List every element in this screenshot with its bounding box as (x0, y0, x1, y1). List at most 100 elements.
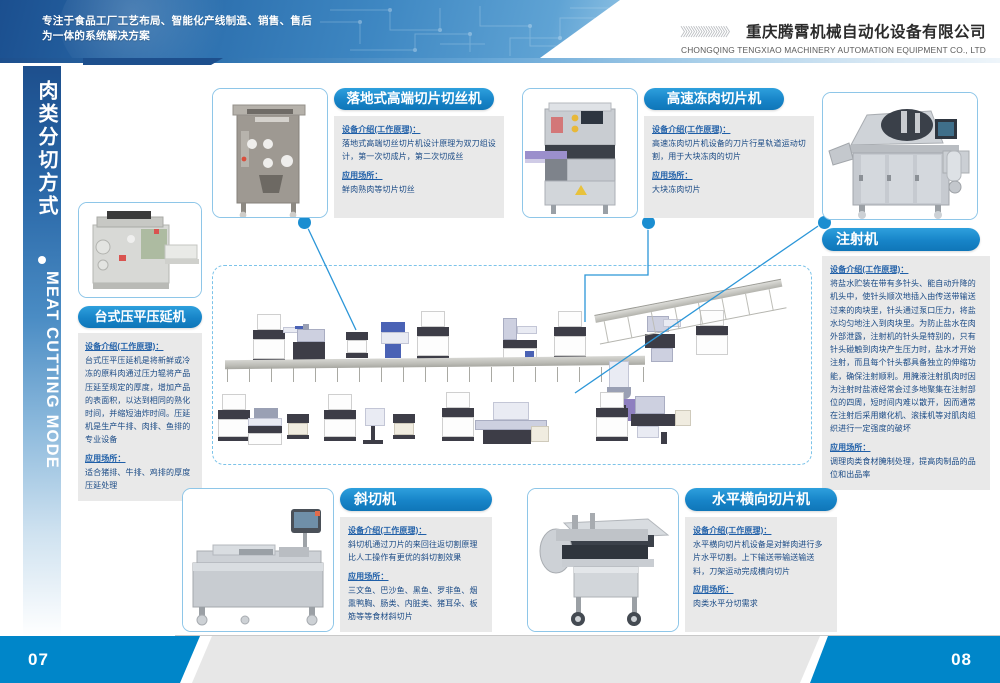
card-tabletop-press-body: 设备介绍(工作原理)： 台式压平压延机是将新鲜或冷冻的原料肉通过压力辊将产品压延… (78, 333, 202, 502)
card-frozen-slicer-usage: 大块冻肉切片 (652, 184, 701, 194)
company-name-cn: 重庆腾霄机械自动化设备有限公司 (745, 24, 986, 41)
header-divider-rule (0, 58, 1000, 63)
company-name-en: CHONGQING TENGXIAO MACHINERY AUTOMATION … (681, 45, 986, 55)
card-injector-title: 注射机 (822, 228, 980, 251)
diagram-machine-12 (287, 414, 309, 446)
footer-hairline (175, 635, 1000, 636)
tagline-line-2: 为一体的系统解决方案 (42, 30, 150, 42)
card-bevel-cutter-photo (182, 488, 334, 632)
sidebar-bullet-icon (38, 256, 46, 264)
card-tabletop-press-title: 台式压平压延机 (78, 306, 202, 328)
diagram-machine-10 (217, 394, 251, 446)
card-bevel-cutter-usage: 三文鱼、巴沙鱼、黑鱼、罗非鱼、烟熏鸭胸、肠类、内脏类、猪耳朵、板筋等等食材斜切片 (348, 585, 478, 622)
card-floor-slicer-title: 落地式高端切片切丝机 (334, 88, 494, 110)
diagram-machine-13 (323, 394, 357, 446)
card-tabletop-press-photo (78, 202, 202, 298)
frozen-slicer-illustration (523, 89, 637, 217)
card-horizontal-slicer-photo (527, 488, 679, 632)
card-horizontal-slicer-panel: 水平横向切片机 设备介绍(工作原理)： 水平横向切片机设备是对鲜肉进行多片水平切… (685, 488, 837, 632)
diagram-machine-4 (381, 322, 411, 370)
connector-dot-floor-slicer (298, 216, 311, 229)
header-blue-banner: 专注于食品工厂工艺布局、智能化产线制造、销售、售后 为一体的系统解决方案 (0, 0, 620, 58)
page-number-left: 07 (28, 650, 49, 669)
card-injector-usage: 调理肉类食材腌制处理，提高肉制品的品位和出品率 (830, 456, 976, 480)
card-floor-slicer[interactable]: 落地式高端切片切丝机 设备介绍(工作原理)： 落地式高端切丝切片机设计原理为双刀… (212, 88, 504, 218)
usage-heading: 应用场所： (693, 584, 734, 594)
card-frozen-slicer[interactable]: 高速冻肉切片机 设备介绍(工作原理)： 高速冻肉切片机设备的刀片行星轨道运动切割… (522, 88, 814, 218)
card-horizontal-slicer-title: 水平横向切片机 (685, 488, 837, 511)
card-injector-intro: 将盐水贮装在带有多针头、能自动升降的机头中，使针头顺次地插入由传送带输送过来的肉… (830, 279, 976, 434)
card-horizontal-slicer-usage: 肉类水平分切需求 (693, 599, 758, 609)
page-footer: 07 08 (0, 635, 1000, 683)
card-floor-slicer-usage: 鲜肉熟肉等切片切丝 (342, 184, 415, 194)
card-frozen-slicer-body: 设备介绍(工作原理)： 高速冻肉切片机设备的刀片行星轨道运动切割，用于大块冻肉的… (644, 116, 814, 218)
conveyor-leg-set (227, 367, 645, 383)
card-frozen-slicer-panel: 高速冻肉切片机 设备介绍(工作原理)： 高速冻肉切片机设备的刀片行星轨道运动切割… (644, 88, 814, 218)
card-tabletop-press-usage: 适合猪排、牛排、鸡排的厚度压延处理 (85, 467, 191, 491)
card-floor-slicer-intro: 落地式高端切丝切片机设计原理为双刀组设计，第一次切成片，第二次切成丝 (342, 139, 496, 162)
diagram-machine-15 (393, 414, 415, 446)
intro-heading: 设备介绍(工作原理)： (693, 526, 772, 535)
card-frozen-slicer-photo (522, 88, 638, 218)
card-floor-slicer-photo (212, 88, 328, 218)
diagram-machine-11 (248, 408, 284, 446)
incline-conveyor (594, 278, 791, 370)
page-number-right: 08 (951, 650, 972, 669)
usage-heading: 应用场所： (348, 571, 389, 581)
horizontal-slicer-illustration (528, 489, 678, 631)
page-header: 专注于食品工厂工艺布局、智能化产线制造、销售、售后 为一体的系统解决方案 〉〉〉… (0, 0, 1000, 65)
section-sidebar: 肉类分切方式 MEAT CUTTING MODE (23, 66, 61, 636)
tagline-line-1: 专注于食品工厂工艺布局、智能化产线制造、销售、售后 (42, 15, 312, 27)
card-tabletop-press[interactable]: 台式压平压延机 设备介绍(工作原理)： 台式压平压延机是将新鲜或冷冻的原料肉通过… (78, 202, 202, 502)
injector-illustration (823, 93, 977, 219)
usage-heading: 应用场所： (830, 442, 871, 452)
card-floor-slicer-panel: 落地式高端切片切丝机 设备介绍(工作原理)： 落地式高端切丝切片机设计原理为双刀… (334, 88, 504, 218)
card-bevel-cutter-title: 斜切机 (340, 488, 492, 511)
header-tagline: 专注于食品工厂工艺布局、智能化产线制造、销售、售后 为一体的系统解决方案 (42, 14, 542, 44)
card-injector[interactable]: 注射机 设备介绍(工作原理)： 将盐水贮装在带有多针头、能自动升降的机头中，使针… (822, 92, 990, 491)
intro-heading: 设备介绍(工作原理)： (830, 265, 909, 274)
diagram-machine-3 (346, 330, 368, 368)
intro-heading: 设备介绍(工作原理)： (348, 526, 427, 535)
floor-slicer-illustration (213, 89, 327, 217)
diagram-machine-19 (631, 396, 691, 448)
card-injector-photo (822, 92, 978, 220)
card-horizontal-slicer-body: 设备介绍(工作原理)： 水平横向切片机设备是对鲜肉进行多片水平切割。上下输送带输… (685, 517, 837, 632)
company-block: 〉〉〉〉〉〉〉〉〉〉〉〉〉〉〉〉〉〉〉 重庆腾霄机械自动化设备有限公司 CHON… (680, 20, 986, 55)
card-frozen-slicer-intro: 高速冻肉切片机设备的刀片行星轨道运动切割，用于大块冻肉的切片 (652, 139, 806, 162)
card-bevel-cutter-body: 设备介绍(工作原理)： 斜切机通过刀片的来回往返切割原理比人工操作有更优的斜切割… (340, 517, 492, 632)
circuit-pattern-graphic (320, 6, 615, 56)
diagram-machine-14 (361, 408, 391, 448)
bevel-cutter-illustration (183, 489, 333, 631)
chevrons-icon: 〉〉〉〉〉〉〉〉〉〉〉〉〉〉〉〉〉〉〉 (680, 24, 737, 39)
usage-heading: 应用场所： (342, 170, 383, 180)
connector-dot-frozen-slicer (642, 216, 655, 229)
footer-right-band (810, 636, 1000, 683)
card-bevel-cutter[interactable]: 斜切机 设备介绍(工作原理)： 斜切机通过刀片的来回往返切割原理比人工操作有更优… (182, 488, 492, 632)
globe-graphic (60, 0, 240, 58)
card-tabletop-press-intro: 台式压平压延机是将新鲜或冷冻的原料肉通过压力辊将产品压延至规定的厚度，增加产品的… (85, 356, 191, 445)
usage-heading: 应用场所： (652, 170, 693, 180)
card-bevel-cutter-intro: 斜切机通过刀片的来回往返切割原理比人工操作有更优的斜切割效果 (348, 540, 478, 563)
diagram-machine-16 (441, 392, 475, 446)
card-frozen-slicer-title: 高速冻肉切片机 (644, 88, 784, 110)
card-horizontal-slicer-intro: 水平横向切片机设备是对鲜肉进行多片水平切割。上下输送带输送输送料，刀架运动完成横… (693, 540, 823, 576)
card-floor-slicer-body: 设备介绍(工作原理)： 落地式高端切丝切片机设计原理为双刀组设计，第一次切成片，… (334, 116, 504, 218)
footer-left-band (0, 636, 200, 683)
intro-heading: 设备介绍(工作原理)： (85, 342, 164, 351)
footer-middle-band (192, 636, 820, 683)
intro-heading: 设备介绍(工作原理)： (652, 125, 731, 134)
usage-heading: 应用场所： (85, 453, 126, 463)
diagram-machine-18 (595, 392, 629, 446)
diagram-machine-1 (251, 314, 287, 366)
intro-heading: 设备介绍(工作原理)： (342, 125, 421, 134)
sidebar-title-en: MEAT CUTTING MODE (43, 271, 61, 469)
sidebar-title-cn: 肉类分切方式 (35, 80, 57, 218)
tabletop-press-illustration (79, 203, 201, 297)
card-horizontal-slicer[interactable]: 水平横向切片机 设备介绍(工作原理)： 水平横向切片机设备是对鲜肉进行多片水平切… (527, 488, 837, 632)
diagram-machine-17 (475, 402, 553, 448)
card-injector-body: 设备介绍(工作原理)： 将盐水贮装在带有多针头、能自动升降的机头中，使针头顺次地… (822, 256, 990, 491)
production-line-diagram (212, 265, 812, 465)
card-bevel-cutter-panel: 斜切机 设备介绍(工作原理)： 斜切机通过刀片的来回往返切割原理比人工操作有更优… (340, 488, 492, 632)
header-notch-accent (83, 58, 223, 65)
